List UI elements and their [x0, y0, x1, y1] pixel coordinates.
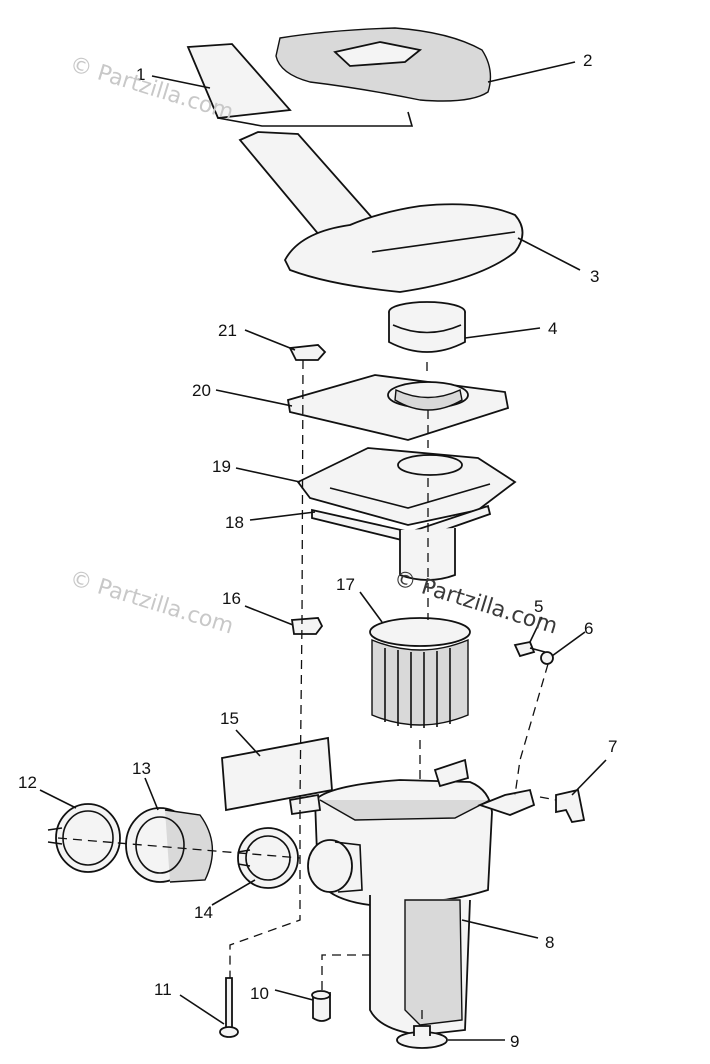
callout-13: 13 — [132, 759, 151, 778]
callout-8: 8 — [545, 933, 554, 952]
callout-9: 9 — [510, 1032, 519, 1051]
part-7-bracket — [555, 788, 586, 823]
part-19-housing-lid — [296, 447, 517, 526]
part-20-cover-plate — [286, 374, 510, 441]
part-2-foam-gasket — [275, 27, 492, 102]
callout-19: 19 — [212, 457, 231, 476]
callout-15: 15 — [220, 709, 239, 728]
callout-2: 2 — [583, 51, 592, 70]
callout-labels: 1 2 3 4 5 6 7 8 9 10 11 12 13 14 15 16 1… — [18, 51, 617, 1051]
part-14-clamp — [237, 827, 299, 889]
part-16-nut — [290, 617, 324, 635]
callout-1: 1 — [136, 65, 145, 84]
part-4-boot — [388, 301, 466, 353]
callout-14: 14 — [194, 903, 213, 922]
part-11-bolt — [219, 977, 239, 1038]
part-1-flap — [186, 43, 414, 127]
leader-lines — [39, 61, 607, 1041]
callout-4: 4 — [548, 319, 557, 338]
callout-16: 16 — [222, 589, 241, 608]
part-6-washer — [540, 651, 554, 665]
callout-20: 20 — [192, 381, 211, 400]
callout-7: 7 — [608, 737, 617, 756]
callout-12: 12 — [18, 773, 37, 792]
part-3-intake-silencer — [238, 131, 524, 293]
part-21-nut — [288, 344, 327, 361]
callout-6: 6 — [584, 619, 593, 638]
callout-10: 10 — [250, 984, 269, 1003]
part-13-intake-elbow — [125, 807, 214, 883]
callout-3: 3 — [590, 267, 599, 286]
callout-18: 18 — [225, 513, 244, 532]
callout-21: 21 — [218, 321, 237, 340]
part-17-filter — [369, 617, 471, 728]
callout-17: 17 — [336, 575, 355, 594]
callout-5: 5 — [534, 597, 543, 616]
callout-11: 11 — [154, 980, 172, 999]
part-9-grommet — [396, 1025, 448, 1049]
part-8-airbox — [288, 758, 536, 1036]
assembly-lines — [57, 359, 557, 1026]
part-5-screw — [513, 640, 546, 658]
part-10-spacer — [311, 990, 331, 1022]
